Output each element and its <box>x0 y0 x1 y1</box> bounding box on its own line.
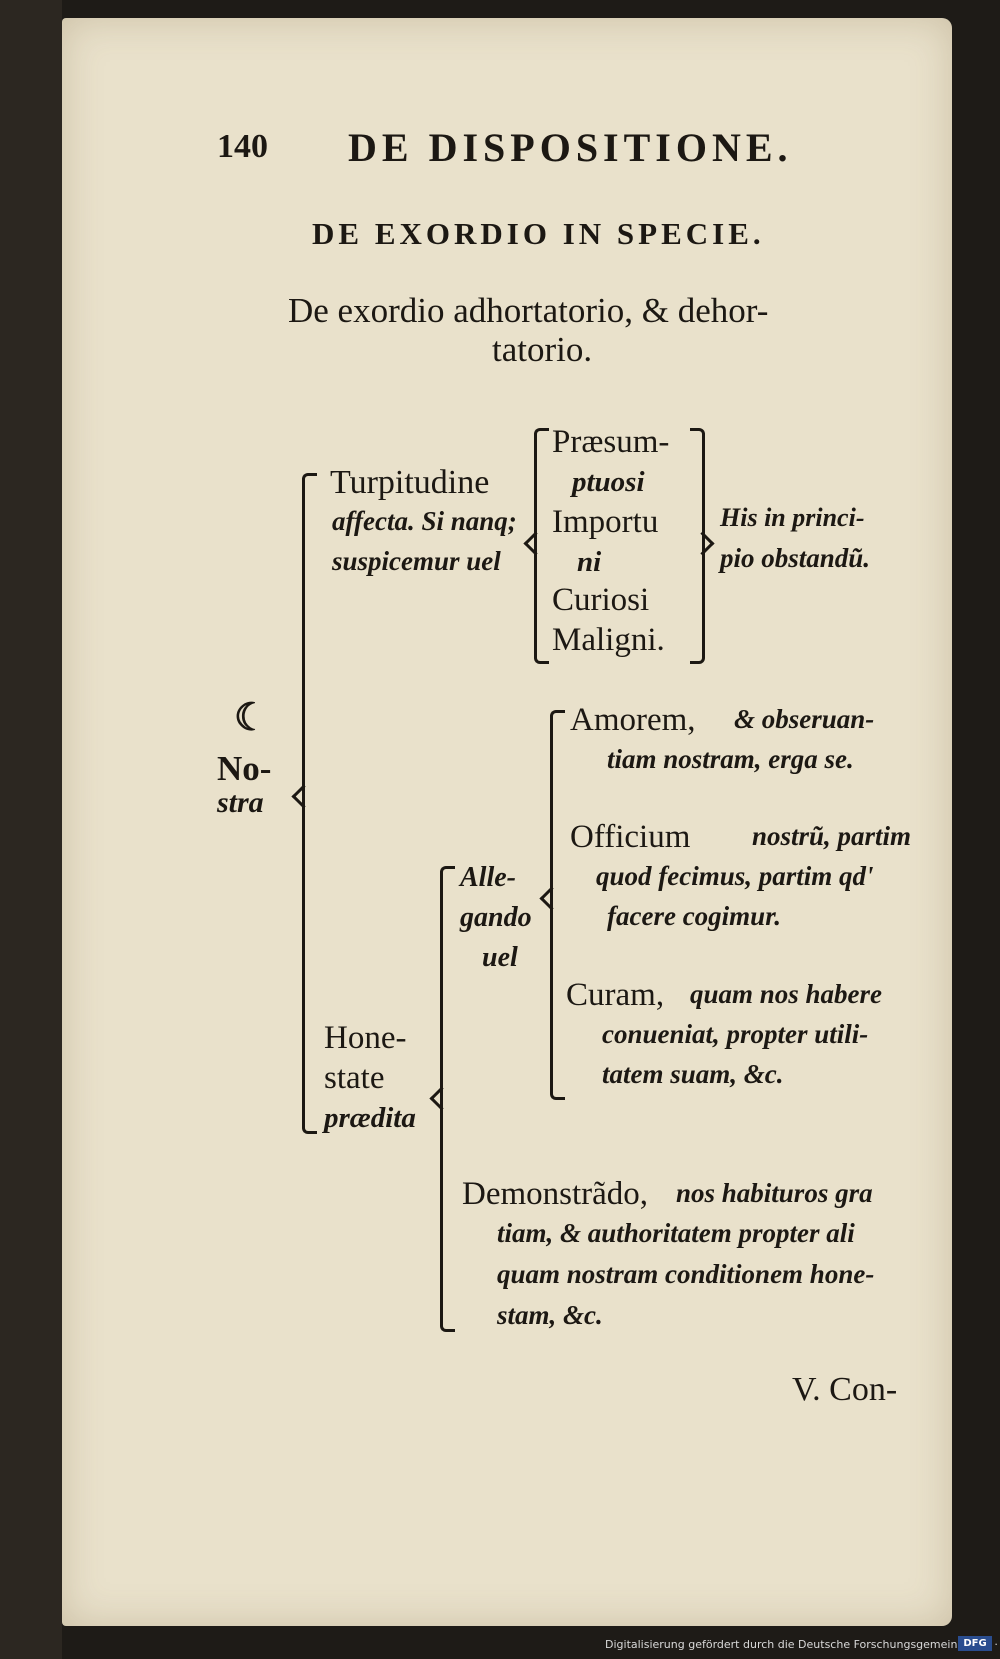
root-brace <box>302 473 317 1134</box>
demonstrando-line-4: stam, &c. <box>497 1300 603 1330</box>
curam-rest: quam nos habere <box>690 979 883 1009</box>
section-title: DE EXORDIO IN SPECIE. <box>312 216 765 251</box>
dfg-logo: DFG <box>958 1636 992 1651</box>
officium-line-2: quod fecimus, partim qd' <box>596 861 874 891</box>
allegando-line-1: Alle- <box>460 862 516 893</box>
honestate-line-1: Hone- <box>324 1020 407 1056</box>
amorem-rest: & obseruan- <box>734 704 875 734</box>
demonstrando-line-2: tiam, & authoritatem propter ali <box>497 1218 855 1248</box>
person-item-2: ptuosi <box>572 466 645 498</box>
turpitudine-line-3: suspicemur uel <box>332 546 501 576</box>
turpitudine-line-1: Turpitudine <box>330 464 490 501</box>
honestate-line-2: state <box>324 1060 385 1096</box>
officium-lead: Officium <box>570 819 691 855</box>
root-label-line-2: stra <box>217 786 264 819</box>
allegando-line-2: gando <box>460 902 532 933</box>
demonstrando-rest: nos habituros gra <box>676 1178 873 1208</box>
person-item-5: Curiosi <box>552 582 650 618</box>
book-spine <box>0 0 62 1659</box>
persons-brace <box>534 428 549 664</box>
honestate-line-3: prædita <box>324 1102 416 1134</box>
demonstrando-line-3: quam nostram conditionem hone- <box>497 1259 875 1289</box>
running-title: DE DISPOSITIONE. <box>348 125 793 170</box>
person-item-1: Præsum- <box>552 424 670 460</box>
person-item-6: Maligni. <box>552 622 665 658</box>
amorem-lead: Amorem, <box>570 702 696 738</box>
root-mark: ☾ <box>234 694 269 739</box>
curam-lead: Curam, <box>566 977 665 1013</box>
allegando-brace <box>550 710 565 1100</box>
curam-line-3: tatem suam, &c. <box>602 1059 784 1089</box>
person-item-3: Importu <box>552 504 659 540</box>
subtitle-line-2: tatorio. <box>492 330 593 369</box>
persons-closing-brace <box>690 428 705 664</box>
officium-line-3: facere cogimur. <box>607 901 781 931</box>
curam-line-2: conueniat, propter utili- <box>602 1019 869 1049</box>
root-label-line-1: No- <box>217 749 272 788</box>
subtitle-line-1: De exordio adhortatorio, & dehor- <box>288 291 769 330</box>
page-number: 140 <box>217 128 268 165</box>
catchword: V. Con- <box>792 1371 898 1408</box>
amorem-line-2: tiam nostram, erga se. <box>607 744 854 774</box>
digitization-credit: Digitalisierung gefördert durch die Deut… <box>605 1638 998 1651</box>
book-page: 140 DE DISPOSITIONE. DE EXORDIO IN SPECI… <box>62 18 952 1626</box>
conclusion-line-2: pio obstandũ. <box>720 543 871 573</box>
honestate-brace <box>440 866 455 1332</box>
officium-rest: nostrũ, partim <box>752 821 912 851</box>
allegando-line-3: uel <box>482 942 518 973</box>
demonstrando-lead: Demonstrãdo, <box>462 1176 649 1212</box>
person-item-4: ni <box>577 546 602 578</box>
turpitudine-line-2: affecta. Si nanq; <box>332 506 517 536</box>
conclusion-line-1: His in princi- <box>720 503 865 532</box>
